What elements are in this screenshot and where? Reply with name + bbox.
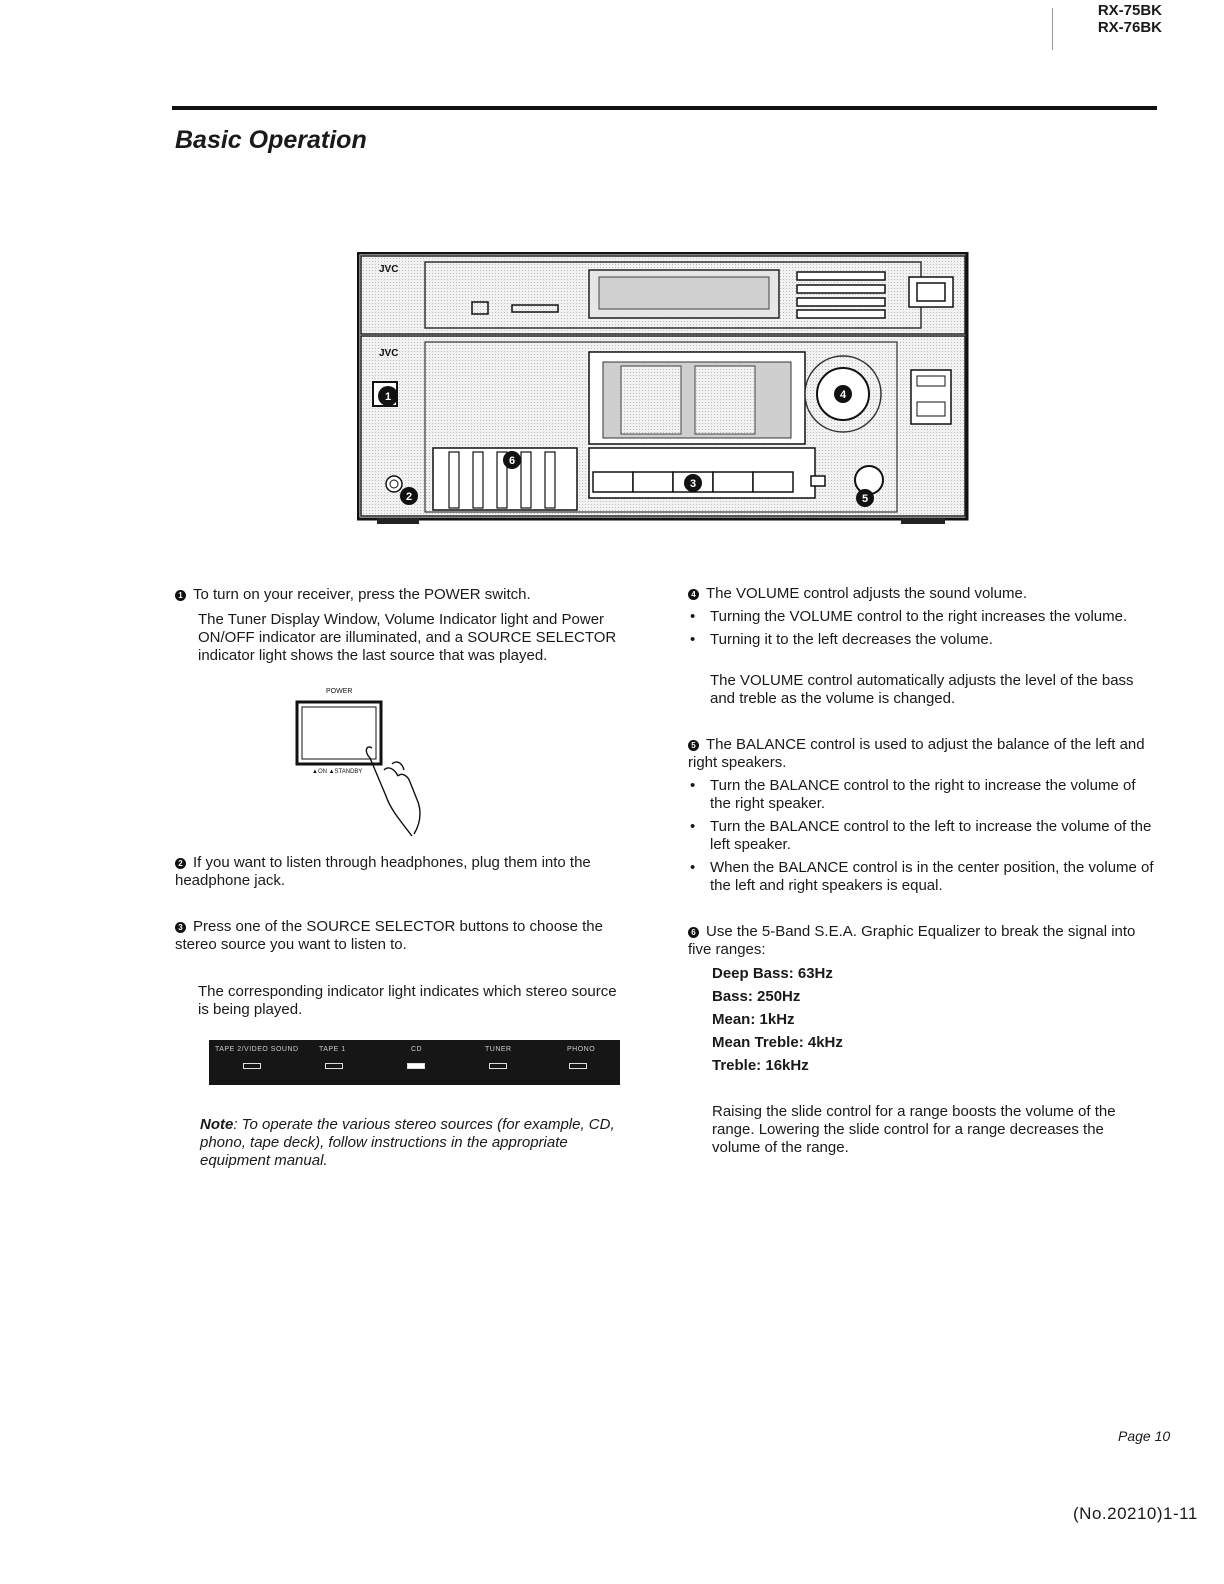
step-number-badge: 5 [688,740,699,751]
band-mean-treble: Mean Treble: 4kHz [712,1034,843,1051]
svg-text:6: 6 [509,455,515,467]
note: Note: To operate the various stereo sour… [200,1116,640,1170]
source-indicator-light [569,1063,587,1069]
source-indicator-strip: TAPE 2/VIDEO SOUND TAPE 1 CD TUNER PHONO [209,1040,620,1085]
power-label: POWER [326,688,352,695]
svg-text:5: 5 [862,493,868,505]
step-4-body: The VOLUME control automatically adjusts… [710,672,1134,707]
page-number: Page 10 [1118,1428,1171,1444]
source-label: TUNER [485,1046,512,1053]
bullet-item: Turning it to the left decreases the vol… [688,631,1148,649]
source-indicator-light [243,1063,261,1069]
bullet-item: Turn the BALANCE control to the left to … [688,818,1158,854]
document-number: (No.20210)1-11 [1073,1504,1198,1523]
step-1-text: To turn on your receiver, press the POWE… [193,586,531,603]
page-title: Basic Operation [175,126,367,154]
svg-text:3: 3 [690,478,696,490]
step-number-badge: 2 [175,858,186,869]
bullet-item: When the BALANCE control is in the cente… [688,859,1158,895]
bullet-item: Turn the BALANCE control to the right to… [688,777,1158,813]
step-1-body: The Tuner Display Window, Volume Indicat… [198,611,617,664]
source-label: CD [411,1046,423,1053]
power-sublabel: ▲ON ▲STANDBY [312,769,362,775]
step-3-text: Press one of the SOURCE SELECTOR buttons… [175,918,603,953]
step-6-text: Use the 5-Band S.E.A. Graphic Equalizer … [688,923,1136,958]
step-3-body: The corresponding indicator light indica… [198,983,617,1018]
note-text: : To operate the various stereo sources … [200,1116,615,1169]
svg-text:2: 2 [406,491,412,503]
band-treble: Treble: 16kHz [712,1057,809,1074]
svg-text:4: 4 [840,389,847,401]
receiver-front-panel-diagram: JVC JVC 1 2 6 3 4 [357,252,969,524]
equalizer-bands: Deep Bass: 63Hz Bass: 250Hz Mean: 1kHz M… [712,962,1012,1077]
step-number-badge: 3 [175,922,186,933]
title-rule [172,106,1157,110]
brand-logo-top: JVC [379,264,398,275]
header-divider [1052,8,1053,50]
band-mean: Mean: 1kHz [712,1011,795,1028]
source-indicator-light [489,1063,507,1069]
step-number-badge: 1 [175,590,186,601]
power-switch-illustration: POWER ▲ON ▲STANDBY [295,688,421,837]
step-number-badge: 6 [688,927,699,938]
step-2-text: If you want to listen through headphones… [175,854,591,889]
step-4-lead: 4 The VOLUME control adjusts the sound vo… [688,585,1158,603]
brand-logo-bottom: JVC [379,348,398,359]
source-indicator-light-active [407,1063,425,1069]
source-label: TAPE 2/VIDEO SOUND [215,1046,299,1053]
step-1-lead: 1 To turn on your receiver, press the POW… [175,586,635,604]
source-label: PHONO [567,1046,596,1053]
step-5-bullets: Turn the BALANCE control to the right to… [688,777,1158,895]
note-label: Note [200,1116,234,1133]
source-indicator-light [325,1063,343,1069]
step-5-text: The BALANCE control is used to adjust th… [688,736,1145,771]
step-6-body: Raising the slide control for a range bo… [712,1103,1116,1156]
model-number: RX-75BK [1097,2,1162,19]
svg-text:1: 1 [385,391,391,403]
band-bass: Bass: 250Hz [712,988,801,1005]
step-number-badge: 4 [688,589,699,600]
model-numbers: RX-75BK RX-76BK [1098,2,1162,36]
step-4-bullets: Turning the VOLUME control to the right … [688,608,1148,649]
step-4-text: The VOLUME control adjusts the sound vol… [706,585,1027,602]
source-label: TAPE 1 [319,1046,346,1053]
band-deep-bass: Deep Bass: 63Hz [712,965,833,982]
model-number: RX-76BK [1097,19,1162,36]
bullet-item: Turning the VOLUME control to the right … [688,608,1148,626]
